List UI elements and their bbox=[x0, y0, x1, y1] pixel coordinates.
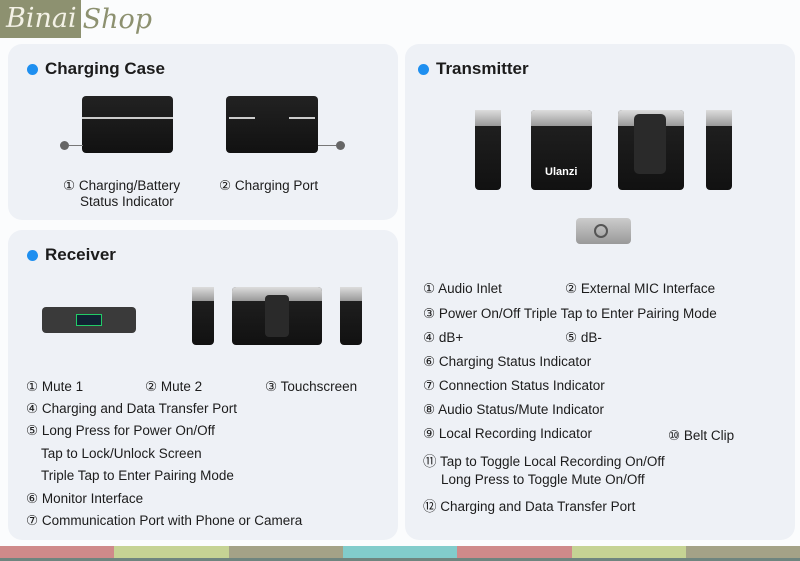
brand-label: Ulanzi bbox=[545, 166, 578, 178]
label: ① Mute 1 bbox=[26, 379, 84, 394]
receiver-side2-image bbox=[340, 287, 362, 345]
stripe-segment bbox=[0, 546, 115, 558]
transmitter-side-image bbox=[475, 110, 501, 190]
label: Triple Tap to Enter Pairing Mode bbox=[41, 468, 234, 483]
bullet-icon bbox=[27, 63, 38, 75]
charging-case-front-image bbox=[82, 96, 173, 153]
label: ⑨ Local Recording Indicator bbox=[423, 426, 592, 441]
transmitter-bottom-image bbox=[576, 218, 631, 244]
label: ⑦ Communication Port with Phone or Camer… bbox=[26, 513, 303, 528]
callout-1 bbox=[60, 141, 69, 150]
stripe-segment bbox=[228, 546, 344, 558]
transmitter-back-image bbox=[618, 110, 684, 190]
label: ⑥ Monitor Interface bbox=[26, 491, 144, 506]
transmitter-side2-image bbox=[706, 110, 732, 190]
receiver-top-image bbox=[42, 307, 136, 333]
stripe-segment bbox=[114, 546, 230, 558]
transmitter-title: Transmitter bbox=[418, 59, 529, 79]
label: ④ Charging and Data Transfer Port bbox=[26, 401, 237, 416]
label: Status Indicator bbox=[80, 194, 174, 209]
label: ④ dB+ bbox=[423, 330, 464, 345]
receiver-panel bbox=[8, 230, 398, 540]
label: ② Charging Port bbox=[219, 178, 319, 193]
bullet-icon bbox=[27, 249, 38, 261]
bullet-icon bbox=[418, 63, 429, 75]
label: ⑪ Tap to Toggle Local Recording On/Off bbox=[423, 454, 665, 469]
stripe-segment bbox=[457, 546, 573, 558]
label: ⑤ Long Press for Power On/Off bbox=[26, 423, 215, 438]
stripe-segment bbox=[342, 546, 458, 558]
label: ⑦ Connection Status Indicator bbox=[423, 378, 605, 393]
callout-2 bbox=[336, 141, 345, 150]
stripe-segment bbox=[571, 546, 687, 558]
label: ⑫ Charging and Data Transfer Port bbox=[423, 499, 636, 514]
label: ② Mute 2 bbox=[145, 379, 203, 394]
label: ③ Touchscreen bbox=[265, 379, 358, 394]
charging-case-panel bbox=[8, 44, 398, 220]
bottom-border bbox=[0, 558, 800, 561]
charging-case-back-image bbox=[226, 96, 318, 153]
label: Long Press to Toggle Mute On/Off bbox=[441, 472, 645, 487]
label: ⑥ Charging Status Indicator bbox=[423, 354, 592, 369]
label: ① Audio Inlet bbox=[423, 281, 502, 296]
label: ① Charging/Battery bbox=[63, 178, 181, 193]
charging-case-title: Charging Case bbox=[27, 59, 165, 79]
transmitter-front-image: Ulanzi bbox=[531, 110, 592, 190]
label: ③ Power On/Off Triple Tap to Enter Pairi… bbox=[423, 306, 717, 321]
receiver-title: Receiver bbox=[27, 245, 116, 265]
receiver-side-image bbox=[192, 287, 214, 345]
label: ⑩ Belt Clip bbox=[668, 428, 735, 443]
label: ⑧ Audio Status/Mute Indicator bbox=[423, 402, 604, 417]
receiver-back-image bbox=[232, 287, 322, 345]
label: ② External MIC Interface bbox=[565, 281, 716, 296]
label: ⑤ dB- bbox=[565, 330, 602, 345]
label: Tap to Lock/Unlock Screen bbox=[41, 446, 202, 461]
stripe-segment bbox=[685, 546, 800, 558]
